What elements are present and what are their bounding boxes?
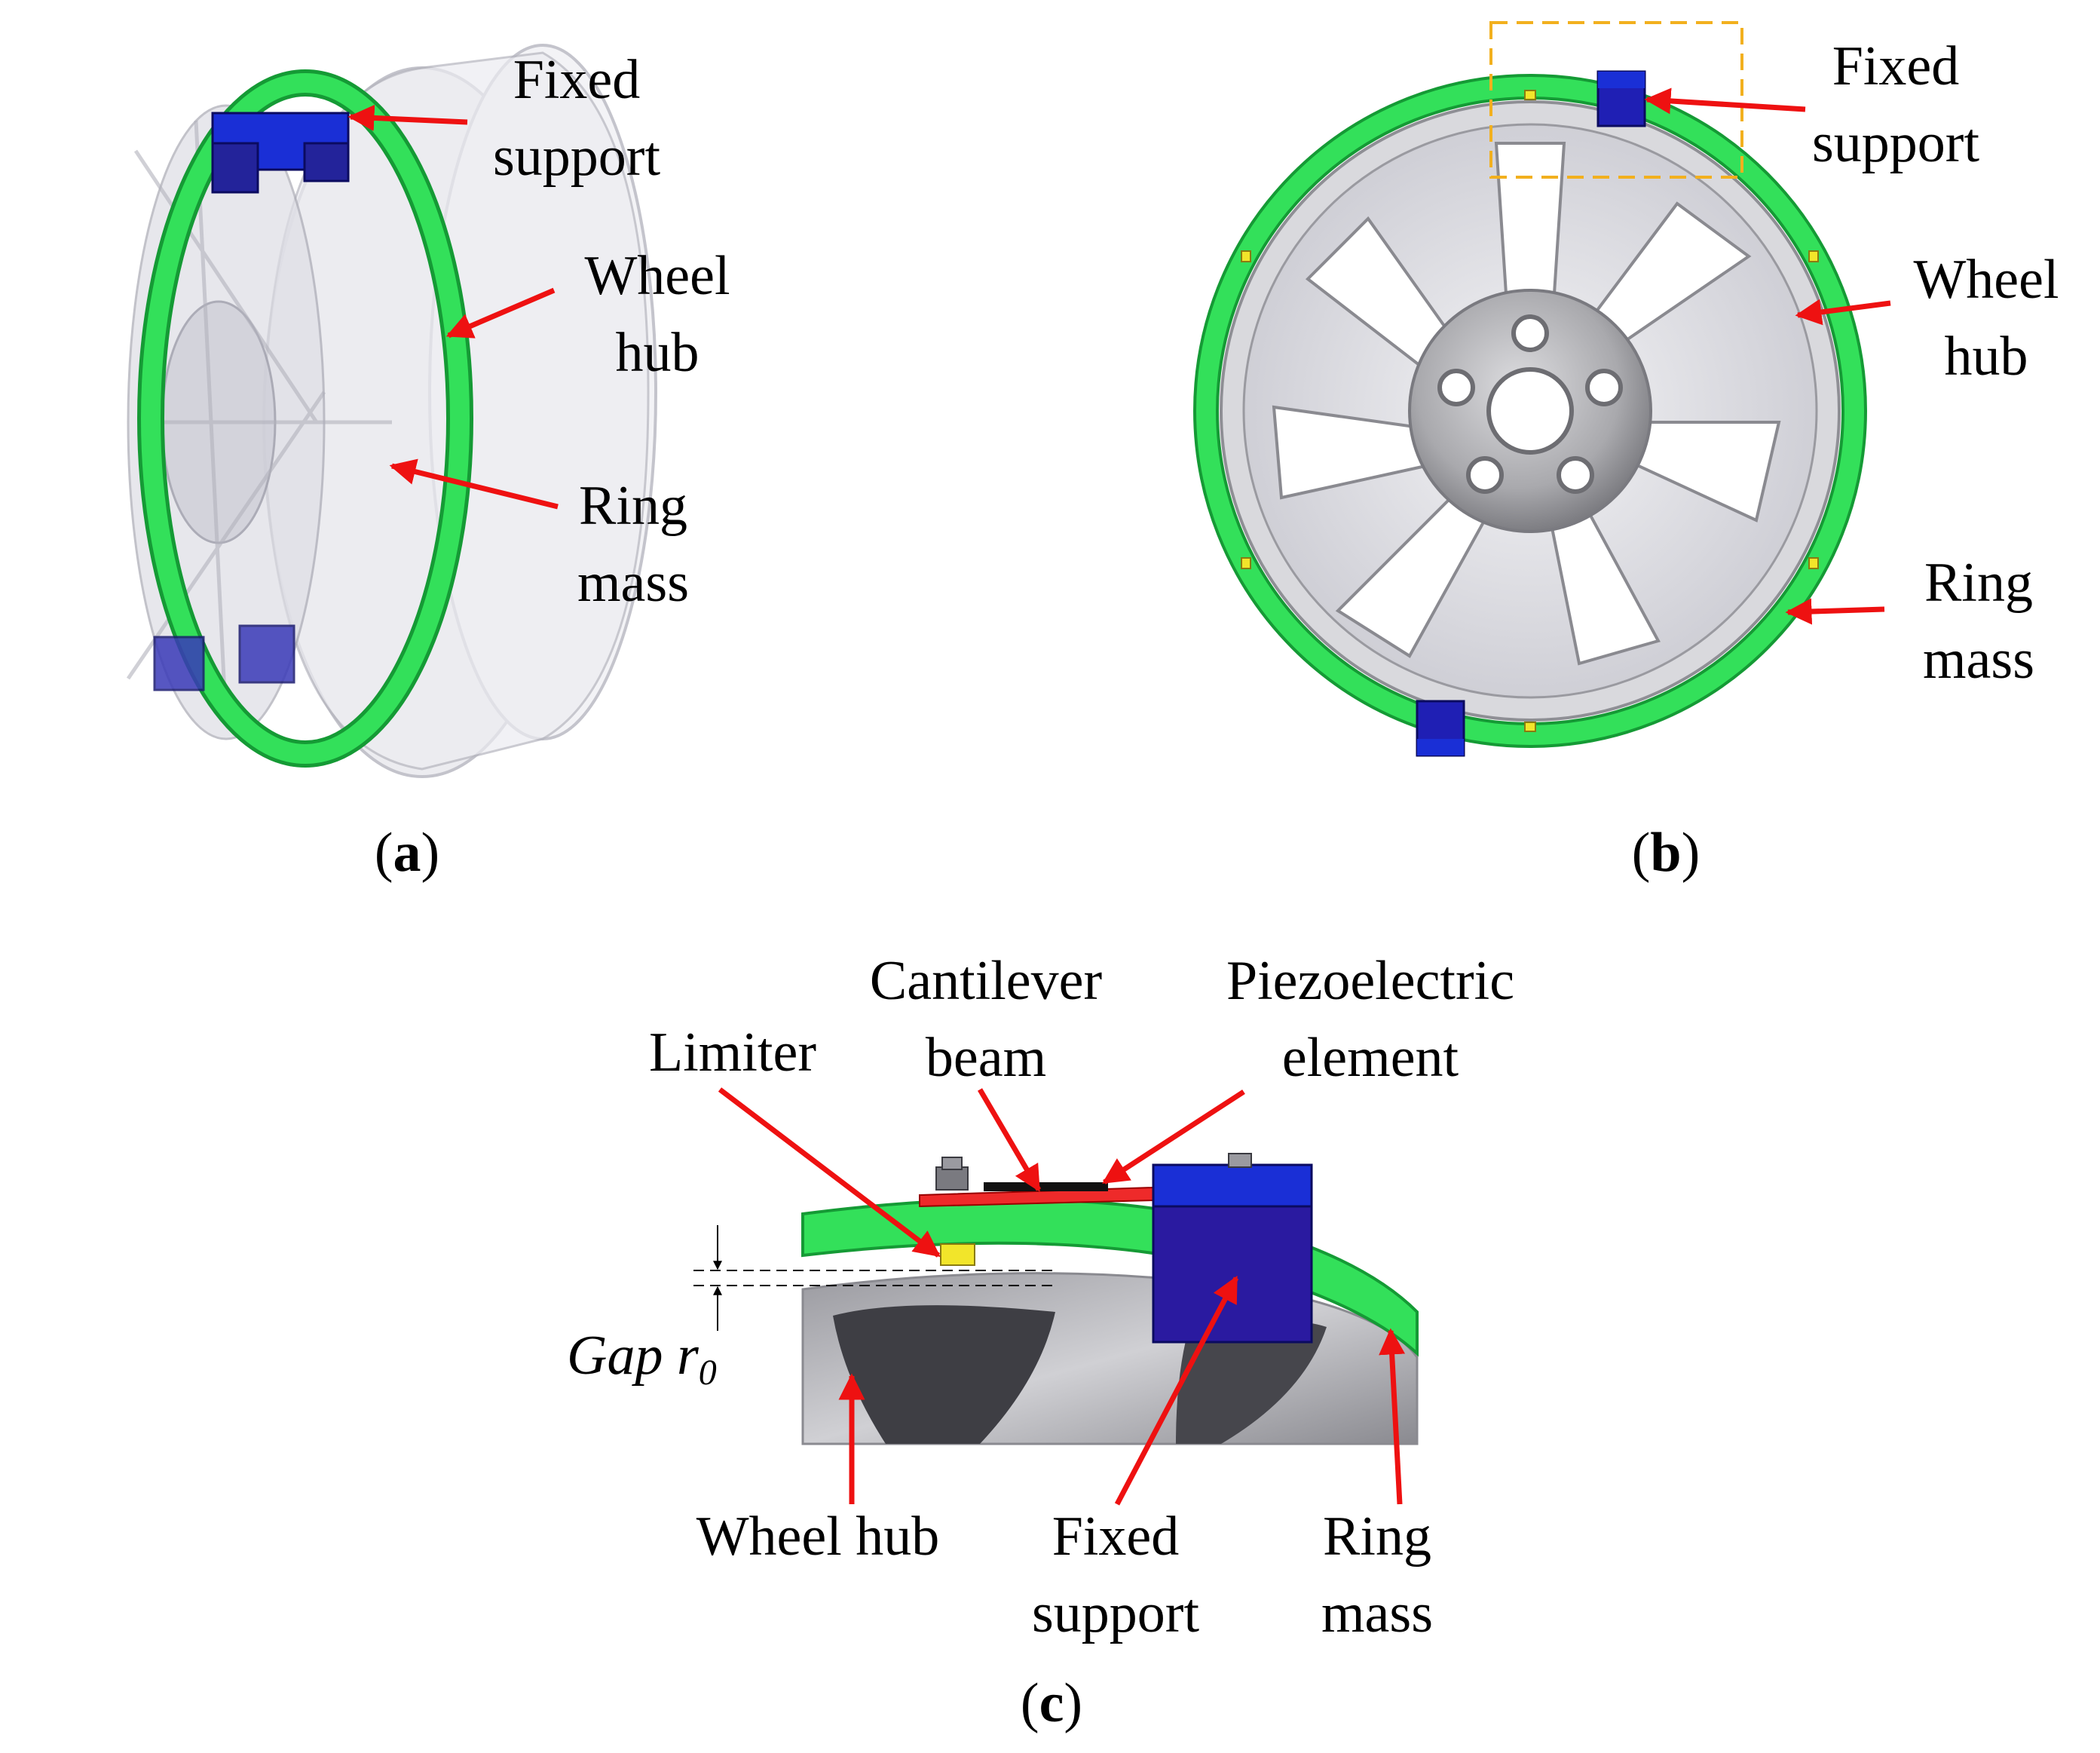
spoke-openings — [1272, 142, 1781, 666]
svg-text:mass: mass — [1321, 1583, 1433, 1644]
arrow-fixed-support-b — [1644, 87, 1806, 115]
arrow-fixed-support-c — [1114, 1275, 1239, 1506]
gap-indicator — [693, 1225, 1055, 1331]
cantilever-beam-c — [919, 1157, 1154, 1208]
svg-text:Ring: Ring — [1323, 1506, 1431, 1568]
fixed-support-c — [1152, 1153, 1313, 1344]
caption-a: (a) — [375, 822, 439, 884]
label-fixed-support-b: Fixed support — [1812, 35, 1979, 174]
svg-text:Wheel: Wheel — [584, 245, 730, 307]
limiters-b — [1241, 90, 1819, 732]
svg-text:Fixed: Fixed — [1832, 35, 1960, 97]
panel-a: Fixed support Wheel hub Ring mass (a) — [126, 44, 730, 884]
arrow-wheel-hub-a — [445, 287, 556, 339]
svg-text:Ring: Ring — [579, 475, 687, 537]
label-ring-mass-a: Ring mass — [577, 475, 689, 614]
arrow-fixed-support-a — [347, 104, 468, 131]
svg-text:mass: mass — [1923, 629, 2034, 691]
arrow-ring-mass-a — [389, 458, 559, 510]
label-wheel-hub-a: Wheel hub — [584, 245, 730, 384]
arrow-limiter-c — [718, 1087, 941, 1258]
ring-mass — [1193, 74, 1867, 748]
limiter-c — [940, 1243, 975, 1266]
arrow-ring-mass-c — [1379, 1328, 1406, 1505]
label-limiter-c: Limiter — [649, 1022, 816, 1083]
ring-mass — [137, 69, 473, 768]
label-ring-mass-c: Ring mass — [1321, 1506, 1433, 1644]
highlight-box — [1489, 21, 1743, 179]
caption-b: (b) — [1632, 822, 1700, 884]
svg-text:element: element — [1282, 1027, 1459, 1089]
svg-text:Cantilever: Cantilever — [870, 950, 1102, 1012]
svg-text:Fixed: Fixed — [1052, 1506, 1180, 1568]
wheel-hub-front — [1220, 100, 1841, 722]
arrow-wheel-hub-b — [1795, 299, 1891, 326]
panel-c: Gap r0 Limiter Cantilever beam Piezoelec… — [567, 950, 1514, 1734]
fixed-support-top-b — [1596, 70, 1646, 127]
label-fixed-support-a: Fixed support — [493, 49, 660, 188]
arrow-cantilever-beam-c — [977, 1088, 1042, 1193]
label-piezoelectric-element-c: Piezoelectric element — [1226, 950, 1514, 1089]
arrow-ring-mass-b — [1785, 598, 1885, 625]
label-wheel-hub-c: Wheel hub — [696, 1506, 940, 1568]
label-gap-r0: Gap r0 — [567, 1325, 717, 1393]
label-ring-mass-b: Ring mass — [1923, 552, 2034, 691]
svg-text:Ring: Ring — [1924, 552, 2033, 614]
svg-text:support: support — [1032, 1583, 1199, 1644]
svg-text:Fixed: Fixed — [513, 49, 641, 111]
fixed-support-bottom — [153, 624, 295, 691]
svg-text:support: support — [493, 126, 660, 188]
lug-holes — [1437, 314, 1623, 494]
arrow-piezoelectric-element-c — [1102, 1089, 1245, 1185]
svg-text:Piezoelectric: Piezoelectric — [1226, 950, 1514, 1012]
label-fixed-support-c: Fixed support — [1032, 1506, 1199, 1644]
svg-text:mass: mass — [577, 552, 689, 614]
label-cantilever-beam-c: Cantilever beam — [870, 950, 1102, 1089]
label-wheel-hub-b: Wheel hub — [1913, 249, 2059, 388]
fixed-support-top — [211, 112, 350, 194]
svg-text:hub: hub — [616, 322, 699, 384]
panel-b: Fixed support Wheel hub Ring mass (b) — [1193, 21, 2059, 884]
svg-text:Wheel: Wheel — [1913, 249, 2059, 311]
svg-text:beam: beam — [926, 1027, 1046, 1089]
svg-text:hub: hub — [1945, 326, 2028, 388]
fixed-support-bottom-b — [1416, 700, 1465, 757]
caption-c: (c) — [1021, 1672, 1082, 1734]
svg-text:support: support — [1812, 112, 1979, 174]
